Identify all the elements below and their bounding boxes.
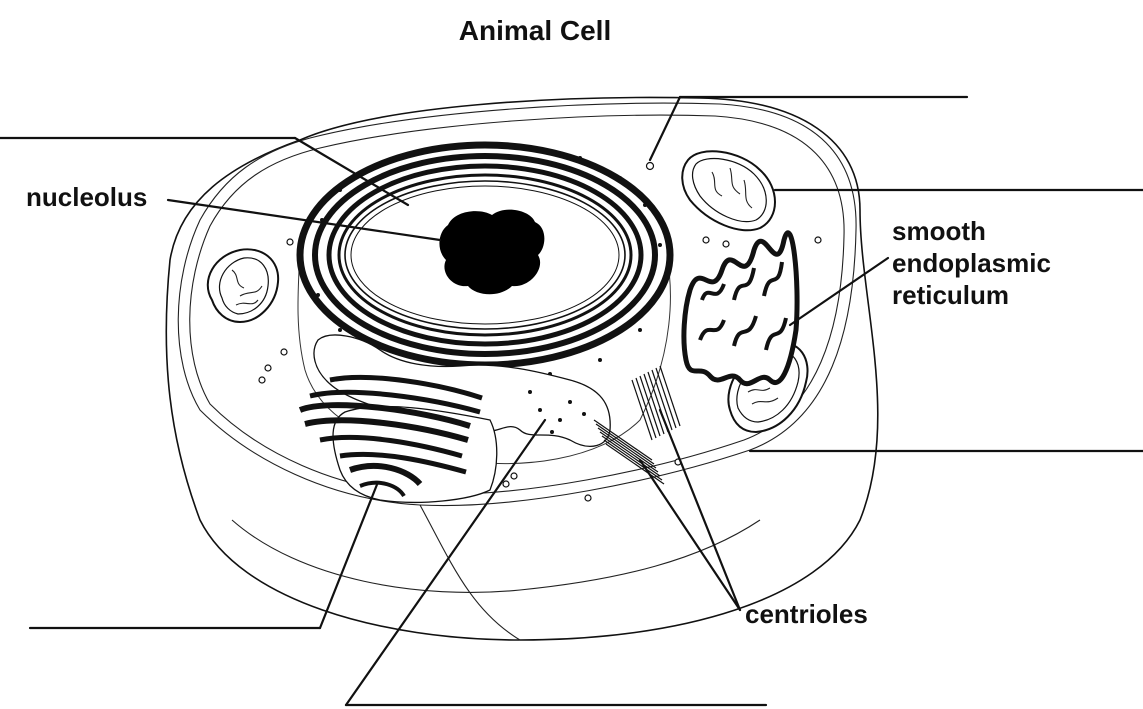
label-centrioles: centrioles bbox=[745, 599, 868, 629]
label-smooth-er-line1: smooth bbox=[892, 216, 986, 246]
label-smooth-er-line3: reticulum bbox=[892, 280, 1009, 310]
nucleolus-body bbox=[439, 210, 544, 295]
diagram-title: Animal Cell bbox=[459, 15, 611, 46]
label-nucleolus: nucleolus bbox=[26, 182, 147, 212]
label-smooth-er-line2: endoplasmic bbox=[892, 248, 1051, 278]
